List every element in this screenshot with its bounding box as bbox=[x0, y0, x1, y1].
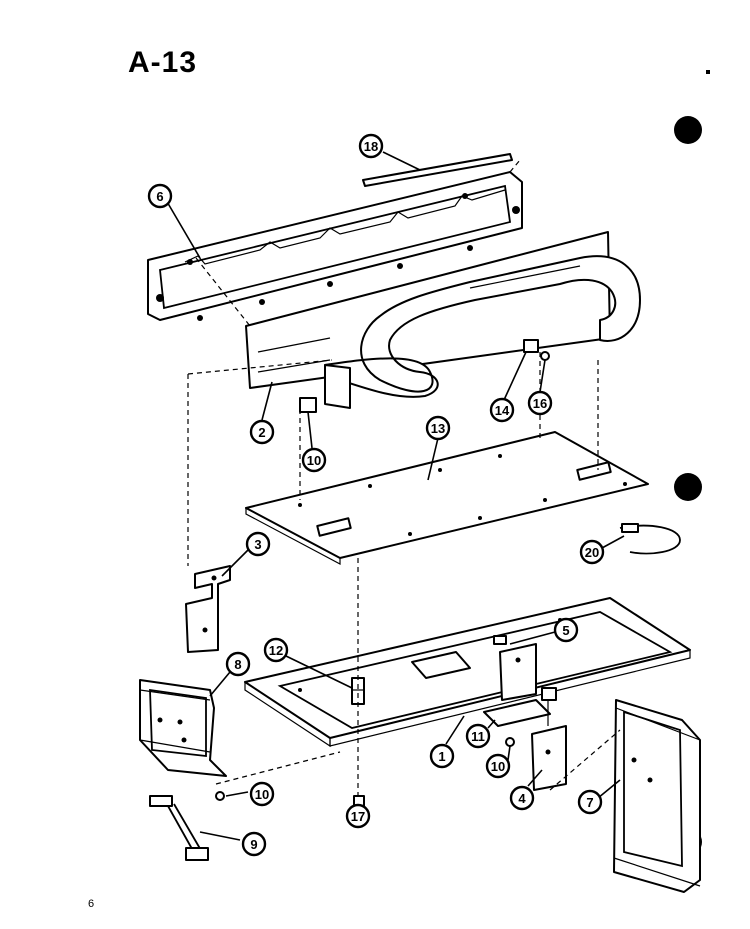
callout-17-label: 17 bbox=[351, 809, 365, 824]
speck bbox=[706, 70, 710, 74]
part-5-upright-bracket bbox=[493, 635, 537, 701]
part-6-control-frame bbox=[147, 171, 523, 321]
callout-10-upper: 10 bbox=[301, 447, 327, 473]
callout-8-label: 8 bbox=[234, 657, 241, 672]
page-number: 6 bbox=[88, 898, 95, 910]
ribbon-cable bbox=[324, 255, 641, 409]
part-18-top-strip bbox=[362, 153, 513, 187]
callout-13: 13 bbox=[425, 415, 451, 441]
callout-12: 12 bbox=[263, 637, 289, 663]
callout-3-label: 3 bbox=[254, 537, 261, 552]
callout-5: 5 bbox=[553, 617, 579, 643]
binder-hole-middle bbox=[674, 473, 702, 501]
callout-4-label: 4 bbox=[518, 791, 526, 806]
callout-17: 17 bbox=[345, 803, 371, 829]
callout-11-label: 11 bbox=[471, 729, 485, 744]
part-7-right-bracket bbox=[613, 699, 701, 893]
callout-10-lower: 10 bbox=[249, 781, 275, 807]
callout-10-lower-label: 10 bbox=[255, 787, 269, 802]
callout-7-label: 7 bbox=[586, 795, 593, 810]
callout-20-label: 20 bbox=[585, 545, 599, 560]
callout-14-label: 14 bbox=[495, 403, 510, 418]
callout-7: 7 bbox=[577, 789, 603, 815]
part-20-cable-clamp bbox=[619, 523, 681, 555]
callout-12-label: 12 bbox=[269, 643, 283, 658]
callout-9-label: 9 bbox=[250, 837, 257, 852]
callout-2-label: 2 bbox=[258, 425, 265, 440]
callout-5-label: 5 bbox=[562, 623, 569, 638]
callout-18: 18 bbox=[358, 133, 384, 159]
callout-10-middle: 10 bbox=[485, 753, 511, 779]
callout-3: 3 bbox=[245, 531, 271, 557]
part-4-lower-bracket bbox=[531, 687, 567, 791]
callout-2: 2 bbox=[249, 419, 275, 445]
part-12-standoff bbox=[351, 677, 365, 705]
callout-13-label: 13 bbox=[431, 421, 445, 436]
callout-6-label: 6 bbox=[156, 189, 163, 204]
assembly-lines bbox=[187, 159, 621, 796]
callout-16: 16 bbox=[527, 390, 553, 416]
callout-6: 6 bbox=[147, 183, 173, 209]
part-13-circuit-board bbox=[245, 431, 649, 565]
page-title: A-13 bbox=[128, 46, 198, 79]
callout-8: 8 bbox=[225, 651, 251, 677]
callout-20: 20 bbox=[579, 539, 605, 565]
callout-11: 11 bbox=[465, 723, 491, 749]
callout-1: 1 bbox=[429, 743, 455, 769]
callout-10-upper-label: 10 bbox=[307, 453, 321, 468]
callout-4: 4 bbox=[509, 785, 535, 811]
leader-lines bbox=[165, 151, 625, 841]
part-3-bracket bbox=[185, 565, 231, 653]
part-9-lever bbox=[149, 795, 209, 861]
callout-14: 14 bbox=[489, 397, 515, 423]
part-8-left-bracket bbox=[139, 679, 227, 777]
callout-10-middle-label: 10 bbox=[491, 759, 505, 774]
callout-9: 9 bbox=[241, 831, 267, 857]
connector-clips bbox=[299, 339, 550, 413]
callout-18-label: 18 bbox=[364, 139, 378, 154]
callout-1-label: 1 bbox=[438, 749, 445, 764]
binder-hole-top bbox=[674, 116, 702, 144]
callout-16-label: 16 bbox=[533, 396, 547, 411]
